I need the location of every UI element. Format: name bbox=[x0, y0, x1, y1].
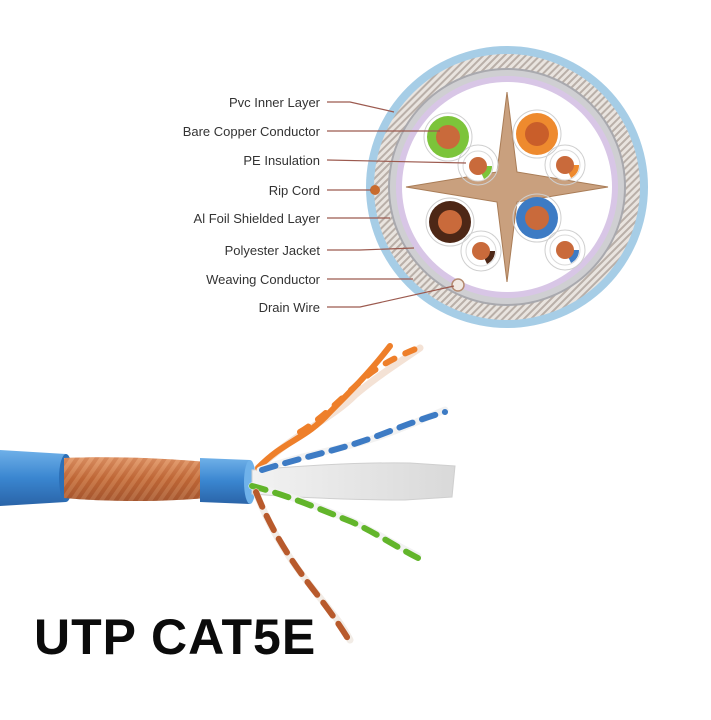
label-al-foil-shielded-layer: Al Foil Shielded Layer bbox=[194, 211, 321, 226]
product-title: UTP CAT5E bbox=[34, 609, 317, 665]
green-white-pair bbox=[248, 482, 422, 561]
diagram-labels: Pvc Inner Layer Bare Copper Conductor PE… bbox=[183, 95, 321, 315]
label-polyester-jacket: Polyester Jacket bbox=[225, 243, 321, 258]
cross-separator bbox=[405, 91, 609, 283]
label-pe-insulation: PE Insulation bbox=[243, 153, 320, 168]
label-drain-wire: Drain Wire bbox=[259, 300, 320, 315]
brown-pair bbox=[429, 201, 497, 267]
brown-white-pair bbox=[252, 488, 354, 645]
drain-wire bbox=[451, 278, 465, 292]
label-rip-cord: Rip Cord bbox=[269, 183, 320, 198]
label-weaving-conductor: Weaving Conductor bbox=[206, 272, 321, 287]
blue-pair bbox=[516, 197, 581, 266]
label-pvc-inner-layer: Pvc Inner Layer bbox=[229, 95, 321, 110]
stripped-cable-illustration bbox=[0, 343, 456, 645]
label-bare-copper-conductor: Bare Copper Conductor bbox=[183, 124, 321, 139]
leader-lines bbox=[326, 101, 467, 308]
green-pair bbox=[427, 116, 494, 182]
orange-white-pair bbox=[254, 343, 424, 472]
cross-section-diagram bbox=[366, 46, 648, 328]
blue-white-pair bbox=[256, 406, 449, 474]
rip-cord bbox=[370, 185, 380, 195]
orange-pair bbox=[516, 113, 581, 181]
outer-jacket bbox=[0, 450, 66, 506]
inner-jacket bbox=[200, 458, 250, 504]
